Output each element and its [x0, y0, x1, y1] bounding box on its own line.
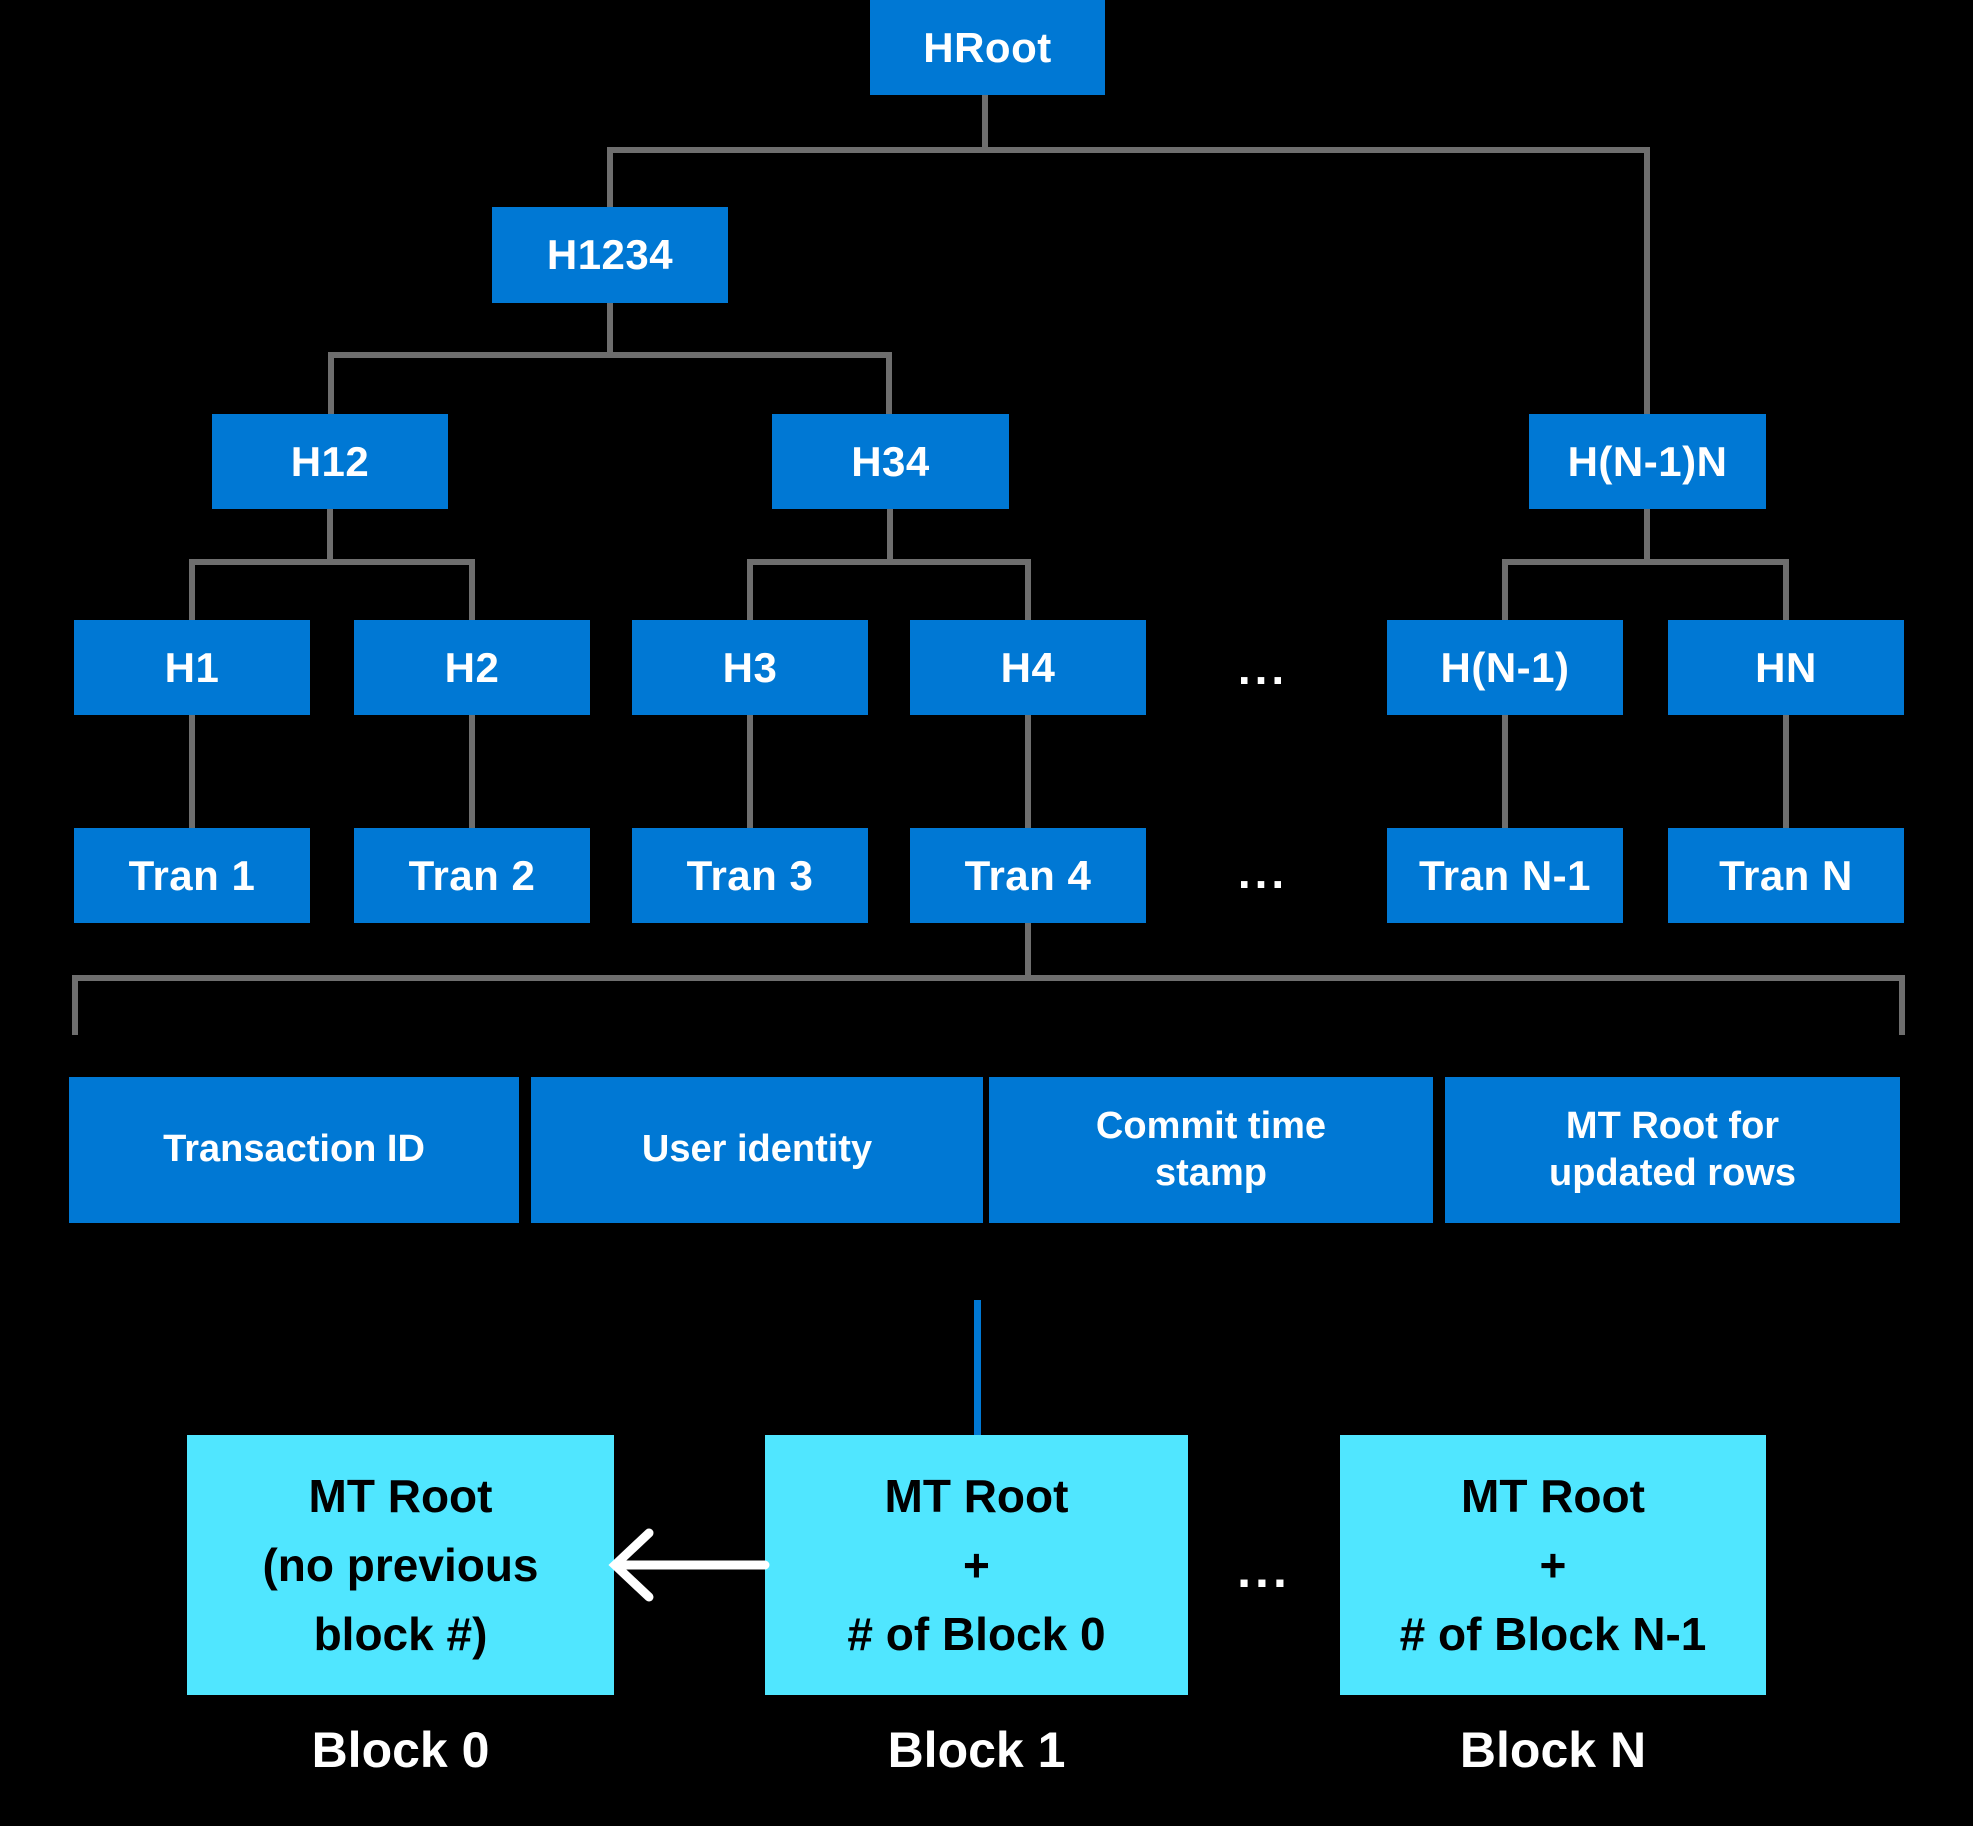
field-transaction-id: Transaction ID: [69, 1077, 519, 1223]
connector-line: [469, 559, 475, 620]
node-label: H3: [722, 643, 778, 691]
tree-node-tran-n: Tran N: [1668, 828, 1904, 923]
node-label: H(N-1)N: [1567, 437, 1728, 485]
node-label: Tran 2: [408, 851, 536, 899]
bracket-line: [1899, 975, 1905, 1035]
tree-node-tran2: Tran 2: [354, 828, 590, 923]
field-commit-time-stamp: Commit time stamp: [989, 1077, 1433, 1223]
tree-node-hn: HN: [1668, 620, 1904, 715]
field-label: User identity: [641, 1128, 873, 1171]
block-n-caption: Block N: [1459, 1722, 1647, 1778]
tree-node-h12: H12: [212, 414, 448, 509]
tree-node-hroot: HRoot: [870, 0, 1105, 95]
hash-row-ellipsis: ...: [1237, 642, 1289, 694]
node-label: H1234: [546, 231, 674, 278]
connector-line: [189, 559, 195, 620]
bracket-line: [72, 975, 1905, 981]
block-1-caption: Block 1: [887, 1722, 1066, 1778]
connector-line: [328, 352, 334, 414]
connector-line: [1025, 919, 1031, 977]
tree-node-h1234: H1234: [492, 207, 728, 303]
tree-node-h4: H4: [910, 620, 1146, 715]
block-0-box: MT Root (no previous block #): [187, 1435, 614, 1695]
connector-line: [469, 715, 475, 828]
connector-line: [747, 559, 753, 620]
previous-block-arrow-icon: [608, 1528, 770, 1602]
connector-line: [189, 559, 475, 565]
block-content: MT Root + # of Block N-1: [1399, 1469, 1707, 1660]
connector-line: [887, 509, 893, 565]
field-label: Transaction ID: [163, 1128, 425, 1171]
connector-line: [1783, 559, 1789, 620]
tree-node-tran-n1: Tran N-1: [1387, 828, 1623, 923]
connector-line: [1025, 715, 1031, 828]
connector-line: [1502, 715, 1508, 828]
node-label: Tran N: [1719, 851, 1853, 899]
field-user-identity: User identity: [531, 1077, 983, 1223]
tree-node-hn-1: H(N-1): [1387, 620, 1623, 715]
connector-line: [982, 95, 988, 153]
connector-line: [189, 715, 195, 828]
node-label: HRoot: [923, 23, 1052, 71]
node-label: H1: [164, 643, 220, 691]
tree-node-tran1: Tran 1: [74, 828, 310, 923]
tree-node-h3: H3: [632, 620, 868, 715]
connector-line: [327, 509, 333, 565]
block-content: MT Root (no previous block #): [262, 1469, 539, 1660]
tran-row-ellipsis: ...: [1237, 846, 1289, 898]
blue-connector-line: [974, 1300, 981, 1437]
tree-node-h34: H34: [772, 414, 1009, 509]
node-label: Tran 1: [128, 851, 256, 899]
node-label: H4: [1000, 643, 1056, 691]
tree-node-h1: H1: [74, 620, 310, 715]
node-label: HN: [1755, 643, 1817, 691]
block-n-box: MT Root + # of Block N-1: [1340, 1435, 1766, 1695]
connector-line: [1025, 559, 1031, 620]
connector-line: [328, 352, 892, 358]
block-content: MT Root + # of Block 0: [847, 1469, 1106, 1660]
node-label: H34: [851, 437, 930, 485]
node-label: Tran N-1: [1418, 851, 1592, 899]
connector-line: [747, 715, 753, 828]
connector-line: [1502, 559, 1789, 565]
connector-line: [1783, 715, 1789, 828]
field-label: Commit time stamp: [1095, 1104, 1327, 1195]
connector-line: [607, 147, 1650, 153]
block-0-caption: Block 0: [311, 1722, 490, 1778]
connector-line: [1644, 147, 1650, 414]
node-label: Tran 4: [964, 851, 1092, 899]
node-label: H(N-1): [1440, 643, 1570, 691]
connector-line: [607, 302, 613, 358]
block-row-ellipsis: ...: [1237, 1542, 1291, 1598]
node-label: Tran 3: [686, 851, 814, 899]
bracket-line: [72, 975, 78, 1035]
field-mt-root-updated-rows: MT Root for updated rows: [1445, 1077, 1900, 1223]
node-label: H12: [290, 437, 370, 485]
block-1-box: MT Root + # of Block 0: [765, 1435, 1188, 1695]
connector-line: [1502, 559, 1508, 620]
tree-node-h2: H2: [354, 620, 590, 715]
field-label: MT Root for updated rows: [1548, 1104, 1797, 1195]
connector-line: [1644, 509, 1650, 565]
connector-line: [886, 352, 892, 414]
tree-node-tran3: Tran 3: [632, 828, 868, 923]
tree-node-hn1n: H(N-1)N: [1529, 414, 1766, 509]
node-label: H2: [444, 643, 500, 691]
connector-line: [607, 147, 613, 207]
tree-node-tran4: Tran 4: [910, 828, 1146, 923]
connector-line: [747, 559, 1031, 565]
